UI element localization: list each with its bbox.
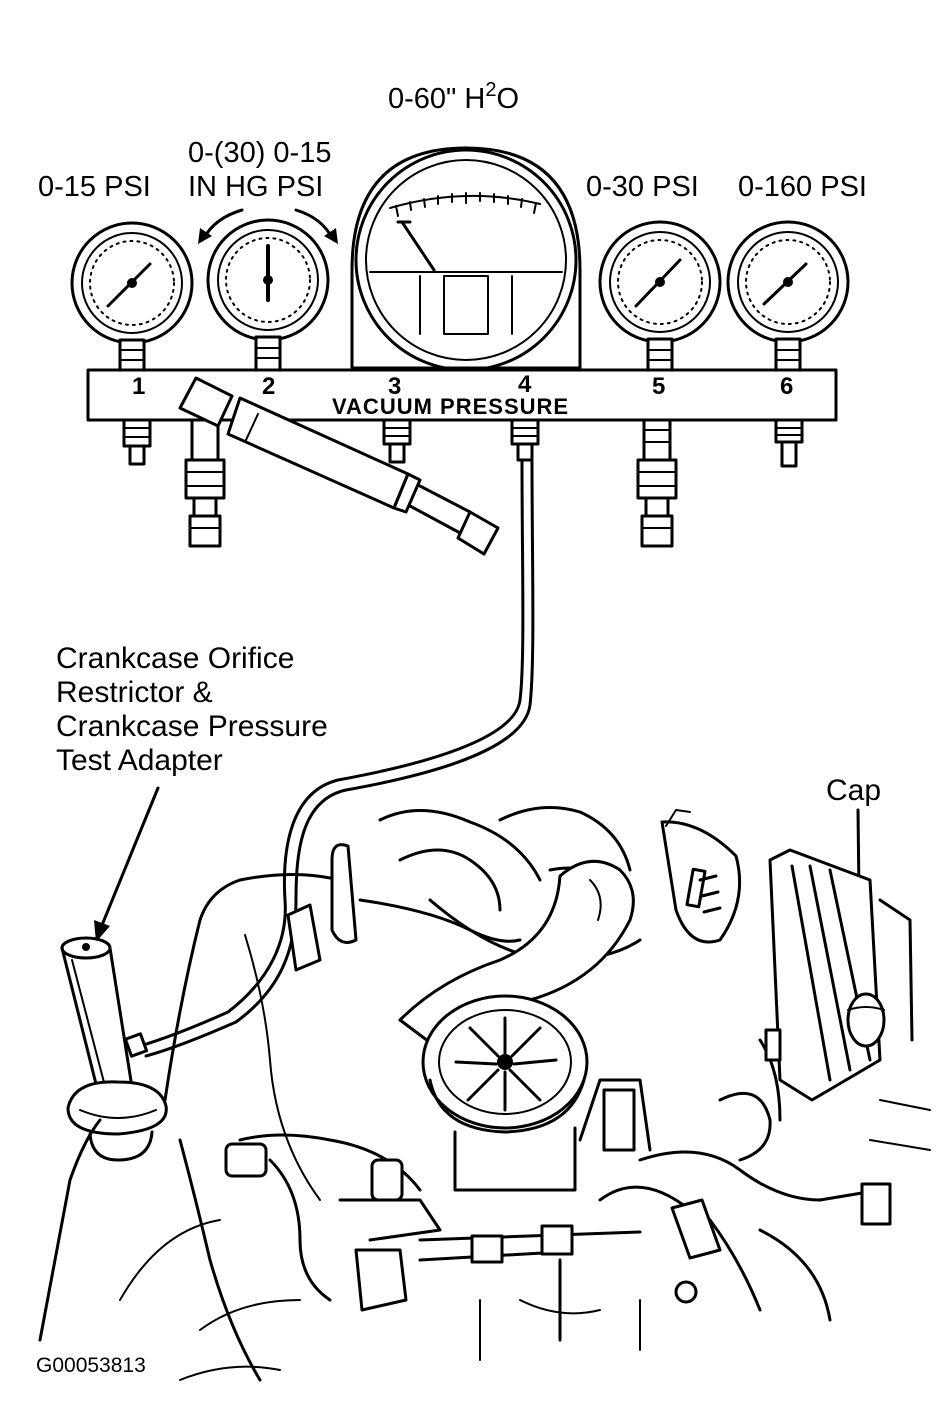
port-number: 6 [780,373,793,400]
port-number: 4 [518,371,532,398]
fitting-port-3 [382,418,412,464]
adapter-leader-arrow [94,786,160,942]
hose-adapter-cylinder [178,376,500,556]
port-number: 2 [262,373,275,400]
port-number: 1 [132,373,145,400]
callout-line: Crankcase Orifice [56,642,294,675]
fitting-port-2-quick-connect [184,418,226,548]
fitting-port-6 [774,418,804,468]
gauge-6 [726,220,850,372]
gauge-6-range-label: 0-160 PSI [738,171,867,203]
fitting-port-1 [122,418,152,466]
crankcase-test-adapter [60,936,168,1162]
vacuum-hose [138,460,535,1058]
gauge-2-range-label-line1: 0-(30) 0-15 [188,137,331,169]
manifold-label: VACUUM PRESSURE [332,394,569,419]
air-cleaner-element [421,994,589,1192]
callout-line: Crankcase Pressure [56,710,328,743]
gauge-1 [70,221,194,372]
gauge-5 [598,220,722,372]
fitting-port-5-quick-connect [636,418,678,548]
cap-callout: Cap [826,774,881,807]
gauge-3-large [350,146,582,372]
port-numbers: 1 2 3 4 5 6 [132,371,793,400]
dual-range-arrows [198,208,338,244]
gauge-1-range-label: 0-15 PSI [38,171,151,203]
gauge-2-range-label-line2: IN HG PSI [188,171,323,203]
port-number: 5 [652,373,665,400]
callout-line: Restrictor & [56,676,213,709]
gauge-2 [206,218,330,372]
figure-id: G00053813 [36,1354,146,1377]
gauge-5-range-label: 0-30 PSI [586,171,699,203]
port-number: 3 [388,373,401,400]
callout-line: Test Adapter [56,744,223,777]
gauge-3-range-label: 0-60" H2O [388,79,519,115]
engine-illustration [38,806,931,1382]
fitting-port-4 [510,418,540,462]
adapter-callout: Crankcase Orifice Restrictor & Crankcase… [56,642,328,777]
